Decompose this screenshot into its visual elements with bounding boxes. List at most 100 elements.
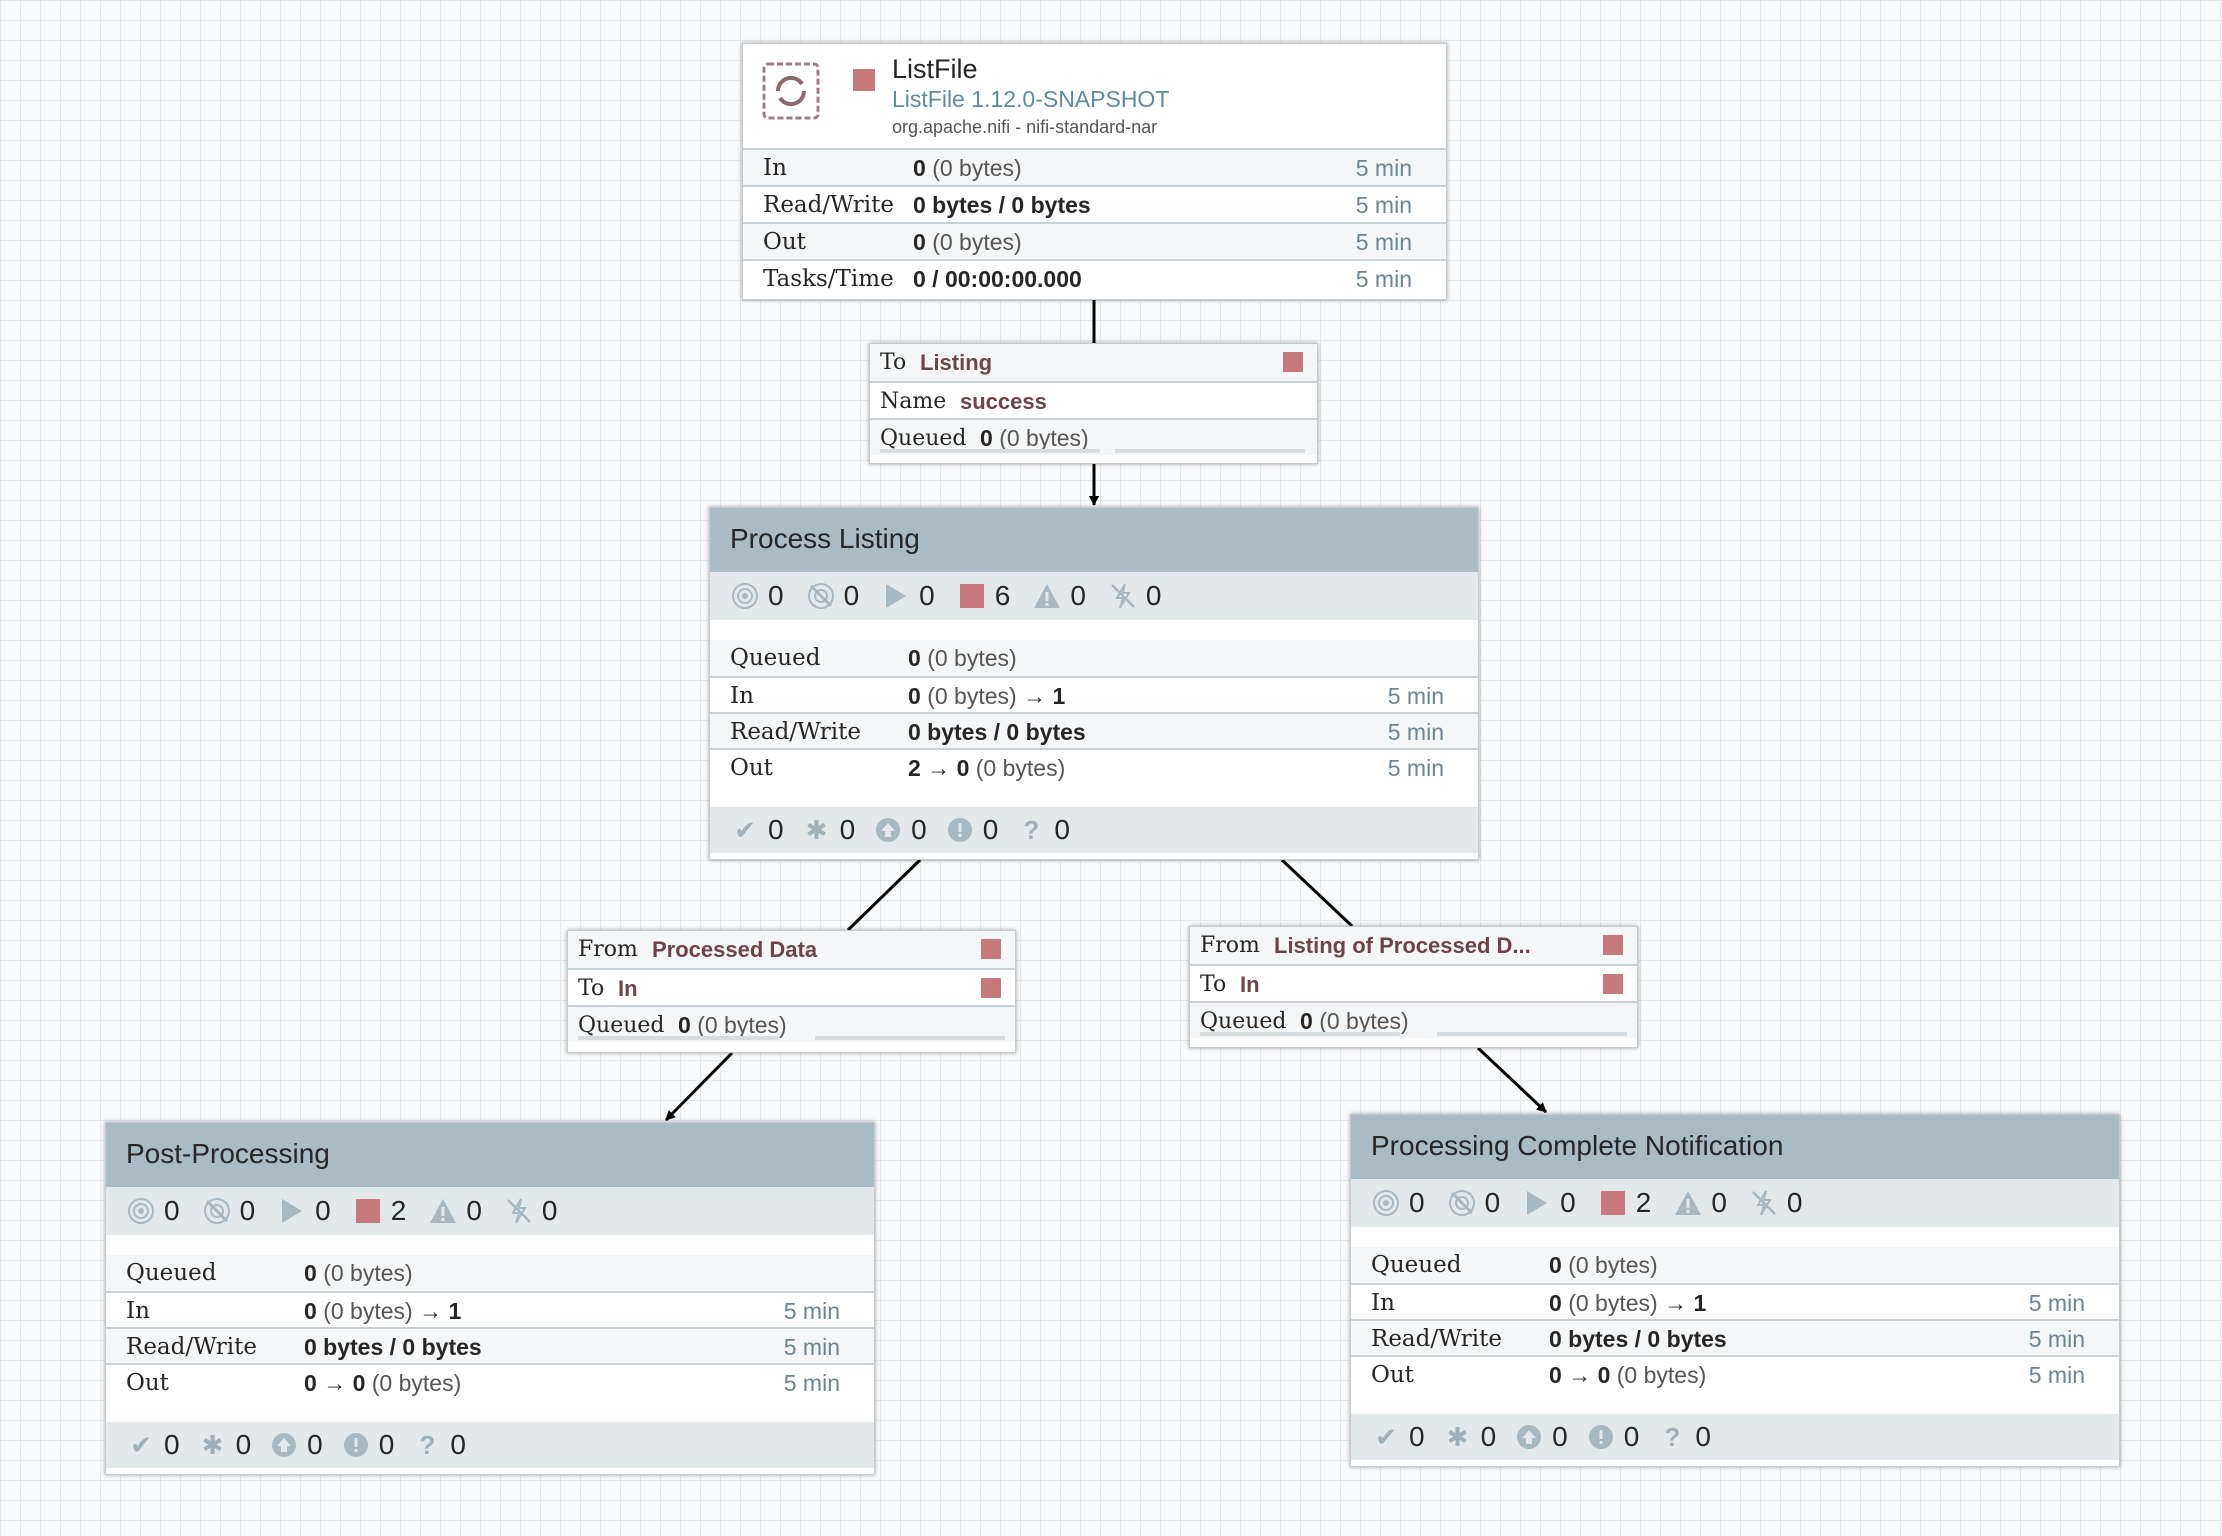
value: (0 bytes) (323, 1260, 413, 1286)
value: 0 (1145, 580, 1162, 611)
stat-time: 5 min (2028, 1290, 2085, 1316)
value: (0 bytes) (927, 683, 1017, 709)
connection-label-success[interactable]: To Listing Name success Queued 0 (0 byte… (869, 343, 1318, 464)
spacer (710, 620, 1478, 640)
connection-line-listing-processed[interactable] (1280, 858, 1354, 928)
up-to-date-count: ✔0 (1371, 1421, 1424, 1453)
stopped-icon (853, 69, 875, 91)
stopped-count: 6 (957, 580, 1010, 612)
processor-listfile[interactable]: ListFile ListFile 1.12.0-SNAPSHOT org.ap… (742, 43, 1447, 300)
value: 0 (908, 683, 921, 709)
sync-failure-count: ?0 (1657, 1421, 1711, 1453)
value: 0 (1070, 580, 1086, 611)
connection-destination: To Listing (870, 344, 1317, 381)
stat-time: 5 min (783, 1298, 840, 1324)
value: 0 (239, 1195, 256, 1226)
stopped-icon (1603, 974, 1623, 994)
processor-name: ListFile (892, 54, 978, 84)
transmitting-count: 0 (126, 1195, 180, 1227)
value: 0 (919, 580, 935, 611)
disabled-icon (504, 1196, 534, 1226)
value: 2 (908, 755, 921, 781)
transmitting-icon (730, 581, 760, 611)
value: 0 (1549, 1252, 1562, 1278)
locally-modified-count: ✱0 (1443, 1421, 1496, 1453)
value: 0 (450, 1429, 466, 1460)
value: 0 (304, 1298, 317, 1324)
asterisk-icon: ✱ (805, 814, 828, 845)
stat-label: Read/Write (1371, 1326, 1502, 1352)
value: 1 (448, 1298, 462, 1324)
component-counts: 0 0 0 2 0 0 (1351, 1179, 2119, 1227)
value: 2 (1635, 1187, 1652, 1218)
stopped-count: 2 (353, 1195, 406, 1227)
stat-value: 0 bytes / 0 bytes (304, 1329, 482, 1365)
disabled-count: 0 (1108, 580, 1162, 612)
check-icon: ✔ (130, 1429, 152, 1460)
stat-label: Out (763, 229, 806, 255)
label: To (1200, 972, 1227, 997)
stat-in: In 0 (0 bytes) → 1 5 min (1351, 1283, 2119, 1319)
component-counts: 0 0 0 6 0 0 (710, 572, 1478, 620)
value: 0 (768, 580, 784, 611)
processor-icon (762, 62, 820, 120)
up-to-date-count: ✔0 (730, 814, 784, 846)
stopped-icon (981, 978, 1001, 998)
stat-queued: Queued 0 (0 bytes) (106, 1255, 874, 1291)
value: 0 (235, 1429, 252, 1460)
stat-time: 5 min (1387, 755, 1444, 781)
value: 0 (911, 814, 927, 845)
queued-value: 0 (0 bytes) (678, 1012, 787, 1038)
stat-time: 5 min (1387, 719, 1444, 745)
value: (0 bytes) (975, 755, 1066, 781)
stat-queued: Queued 0 (0 bytes) (1351, 1247, 2119, 1283)
processor-stat-in: In 0 (0 bytes) 5 min (743, 148, 1446, 185)
value: 0 (164, 1195, 180, 1226)
value: → (1023, 683, 1047, 709)
stat-value: 0 bytes / 0 bytes (1549, 1321, 1727, 1357)
stop-icon (1598, 1188, 1628, 1218)
process-group-processing-complete-notification[interactable]: Processing Complete Notification 0 0 0 2… (1350, 1114, 2120, 1467)
queue-bar (815, 1036, 1005, 1040)
warning-icon (1673, 1188, 1703, 1218)
stat-time: 5 min (1355, 229, 1412, 255)
value: 0 (1409, 1187, 1425, 1218)
process-group-process-listing[interactable]: Process Listing 0 0 0 6 0 0 Queued 0 (0 … (709, 507, 1479, 860)
connection-line-processed-data-arrow[interactable] (664, 1051, 734, 1122)
modified-stale-count: 0 (945, 814, 998, 846)
value: → (1664, 1290, 1688, 1316)
stale-count: 0 (269, 1429, 323, 1461)
connection-label-listing-processed[interactable]: From Listing of Processed D... To In Que… (1189, 926, 1638, 1048)
stat-label: Tasks/Time (763, 266, 894, 292)
transmitting-count: 0 (1371, 1187, 1425, 1219)
stat-label: In (763, 155, 787, 181)
stat-label: In (126, 1298, 150, 1324)
value: 0 (768, 814, 784, 845)
version-counts: ✔0 ✱ 0 0 0 ?0 (710, 807, 1478, 853)
value: 0 (352, 1370, 366, 1396)
sync-failure-count: ?0 (1016, 814, 1070, 846)
play-icon (881, 581, 911, 611)
value: 0 bytes / 0 bytes (1549, 1326, 1727, 1352)
check-icon: ✔ (734, 814, 756, 845)
value: (0 bytes) (1616, 1362, 1707, 1388)
process-group-title: Processing Complete Notification (1351, 1115, 2119, 1179)
disabled-count: 0 (504, 1195, 557, 1227)
warning-icon (428, 1196, 458, 1226)
connection-line-processed-data[interactable] (846, 858, 922, 932)
stop-icon (353, 1196, 383, 1226)
connection-destination: To In (568, 968, 1015, 1005)
value: 0 (1484, 1187, 1501, 1218)
stat-value: 0 (0 bytes) (304, 1255, 413, 1291)
stale-count: 0 (1514, 1421, 1568, 1453)
connection-queued: Queued 0 (0 bytes) (1190, 1001, 1637, 1038)
queue-bar (880, 449, 1100, 453)
value: 0 (466, 1195, 482, 1226)
process-group-post-processing[interactable]: Post-Processing 0 0 0 2 0 0 Queued 0 (0 … (105, 1122, 875, 1475)
stat-label: Queued (730, 645, 821, 671)
stopped-icon (1603, 935, 1623, 955)
connection-line-listing-processed-arrow[interactable] (1476, 1046, 1548, 1114)
stat-readwrite: Read/Write 0 bytes / 0 bytes 5 min (710, 712, 1478, 748)
connection-label-processed-data[interactable]: From Processed Data To In Queued 0 (0 by… (567, 930, 1016, 1053)
